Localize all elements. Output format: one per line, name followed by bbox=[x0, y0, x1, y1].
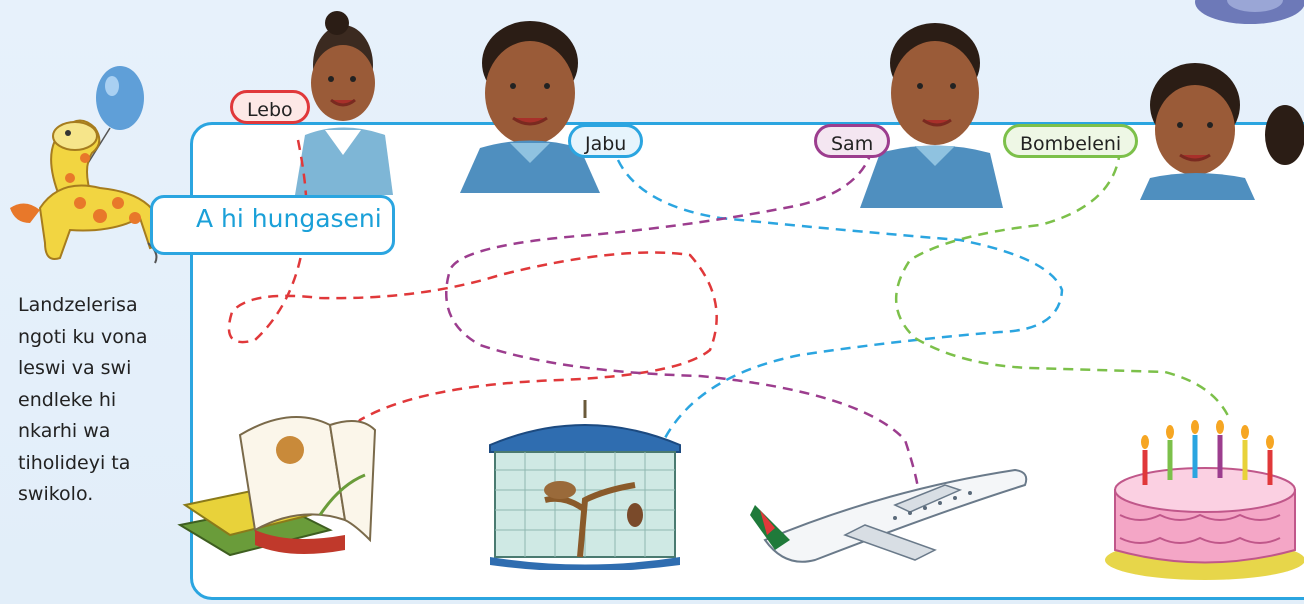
name-tag-lebo: Lebo bbox=[230, 90, 310, 124]
instruction-line: leswi va swi bbox=[18, 353, 188, 385]
instruction-line: tiholideyi ta bbox=[18, 448, 188, 480]
instruction-line: swikolo. bbox=[18, 479, 188, 511]
airplane-icon bbox=[745, 450, 1035, 580]
trace-path-jabu bbox=[618, 160, 1062, 438]
name-tag-bombeleni: Bombeleni bbox=[1003, 124, 1138, 158]
instruction-line: nkarhi wa bbox=[18, 416, 188, 448]
trace-path-bombeleni bbox=[896, 150, 1230, 420]
name-tag-jabu: Jabu bbox=[568, 124, 643, 158]
name-tag-sam: Sam bbox=[814, 124, 890, 158]
instruction-line: endleke hi bbox=[18, 385, 188, 417]
page-title: A hi hungaseni bbox=[196, 204, 382, 233]
birthday-cake-icon bbox=[1095, 400, 1304, 585]
instruction-line: ngoti ku vona bbox=[18, 322, 188, 354]
zoo-enclosure-icon bbox=[485, 400, 685, 570]
books-icon bbox=[170, 375, 380, 580]
instruction-line: Landzelerisa bbox=[18, 290, 188, 322]
instruction-text: Landzelerisa ngoti ku vona leswi va swi … bbox=[18, 290, 188, 511]
